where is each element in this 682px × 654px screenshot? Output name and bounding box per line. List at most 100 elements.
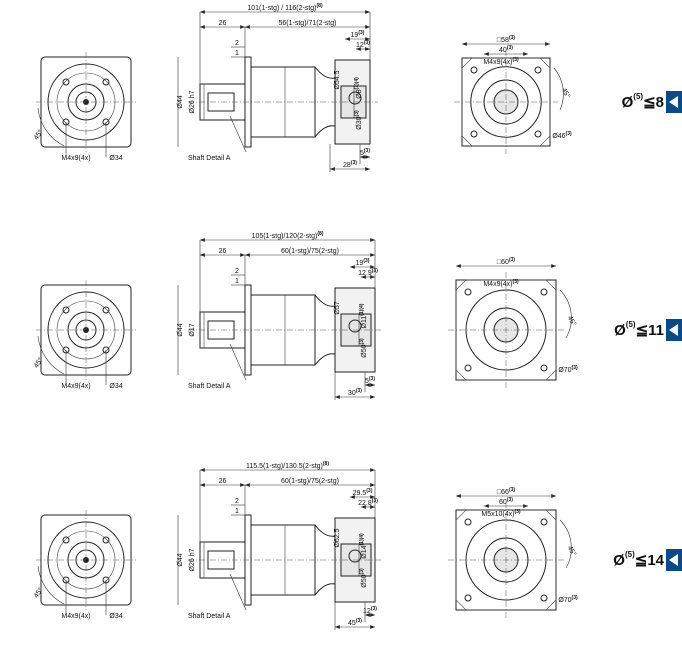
angle-label: 45° <box>32 128 45 141</box>
motor-pilot-circle <box>465 289 547 371</box>
arrowhead <box>356 47 361 51</box>
motor-bolt-hole <box>534 130 542 138</box>
arrowhead <box>240 253 245 257</box>
adapter-length-label: 28(3) <box>343 160 357 169</box>
size-badge-14[interactable]: Ø(5)≦14 <box>613 549 682 571</box>
motor-angle-arc <box>559 519 572 569</box>
size-badge-8[interactable]: Ø(5)≦8 <box>622 91 682 113</box>
bolt-pattern-label: M4x9(4x) <box>61 613 90 620</box>
total-length-label: 115.5(1-stg)/130.5(2-stg)(8) <box>246 461 329 470</box>
flange-square-label: □60(3) <box>497 257 515 266</box>
bolt-hole <box>62 78 70 86</box>
key-dim-label: 1 <box>235 278 239 285</box>
total-length-label: 101(1-stg) / 116(2-stg)(8) <box>247 3 323 12</box>
gear-housing <box>250 66 316 138</box>
arrowhead <box>240 25 245 29</box>
shaft-detail-label: Shaft Detail A <box>188 155 231 162</box>
leader-line <box>229 343 247 381</box>
front-view: M4x9(4x) Ø34 45° <box>32 510 136 620</box>
motor-pcd-label: Ø46(3) <box>552 131 572 140</box>
size-badge-11[interactable]: Ø(5)≦11 <box>614 319 682 341</box>
arrowhead <box>523 52 528 56</box>
arrowhead <box>365 25 370 29</box>
body-length-label: 56(1-stg)/71(2-stg) <box>279 20 337 27</box>
body-length-label: 60(1-stg)/75(2-stg) <box>281 478 339 485</box>
motor-view: □58(3)40(3)M4x9(4x)(3)Ø46(3)45° <box>454 35 572 154</box>
bolt-hole <box>102 536 110 544</box>
arrowhead <box>365 383 370 387</box>
arrowhead <box>245 483 250 487</box>
pitch-diameter-label: Ø34 <box>109 383 122 390</box>
shaft-diameter-label: Ø17 <box>189 323 196 336</box>
adapter-length-label: 30(3) <box>348 388 362 397</box>
adapter-length-label: 45(3) <box>348 618 362 627</box>
shaft-length-label: 26 <box>219 20 227 27</box>
arrowhead <box>245 25 250 29</box>
shaft-diameter-label: Ø26 h7 <box>189 548 196 571</box>
arrowhead <box>370 483 375 487</box>
badge-prefix: Ø <box>614 322 626 339</box>
flange-thickness-label: 12.9(3) <box>358 268 378 277</box>
arrowhead <box>370 253 375 257</box>
motor-pcd-label: Ø70(3) <box>558 365 578 374</box>
flange-thickness-label: 22.8(3) <box>358 498 378 507</box>
motor-bolt-hole <box>540 288 548 296</box>
badge-value: 8 <box>655 94 664 111</box>
angle-arc <box>37 565 65 605</box>
flange-square-label: □66(3) <box>497 487 515 496</box>
pilot-depth-label: 5(3) <box>360 148 370 157</box>
motor-angle-arc <box>559 289 572 339</box>
angle-arc <box>37 335 65 375</box>
key-dim-label: 2 <box>235 498 239 505</box>
leader-line <box>229 573 247 611</box>
pilot-diameter-label: Ø50(3) <box>359 338 368 358</box>
motor-bolt-hole <box>470 66 478 74</box>
arrowhead <box>456 264 461 268</box>
motor-angle-label: 45° <box>566 314 578 327</box>
drawing-row-11: M4x9(4x)Ø3445°105(1-stg)/120(2-stg)(8)26… <box>32 231 578 400</box>
side-view: 101(1-stg) / 116(2-stg)(8) 26 56(1-stg)/71… <box>177 3 378 172</box>
arrowhead <box>335 625 340 629</box>
neck-diameter-label: Ø62.5 <box>334 528 341 547</box>
pitch-diameter-label: Ø34 <box>109 613 122 620</box>
badge-prefix: Ø <box>613 552 625 569</box>
arrow-left-icon[interactable] <box>666 91 682 113</box>
clamp-screw <box>348 319 362 333</box>
arrowhead <box>370 625 375 629</box>
bolt-hole <box>102 306 110 314</box>
leader-line <box>229 115 247 153</box>
angle-arc <box>37 107 65 147</box>
arrowhead <box>350 265 355 269</box>
arrowhead <box>370 613 375 617</box>
badge-value: 14 <box>647 552 664 569</box>
arrowhead <box>335 395 340 399</box>
arrowhead <box>370 495 375 499</box>
key-dim-label: 2 <box>235 268 239 275</box>
arrowhead <box>330 167 335 171</box>
bolt-hole <box>62 306 70 314</box>
arrowhead <box>240 483 245 487</box>
arrowhead <box>345 37 350 41</box>
motor-angle-label: 45° <box>560 86 572 99</box>
motor-bolt-hole <box>540 518 548 526</box>
arrow-left-icon[interactable] <box>666 319 682 341</box>
arrowhead <box>361 505 366 509</box>
pilot-diameter-label: Ø50(3) <box>359 568 368 588</box>
input-bore-diameter-label: Ø11(1)(4) <box>359 303 368 328</box>
bolt-hole <box>102 78 110 86</box>
shaft-length-label: 26 <box>219 248 227 255</box>
arrow-left-icon[interactable] <box>666 549 682 571</box>
angle-label: 45° <box>32 586 45 599</box>
pilot-square-label: 60(3) <box>499 497 513 506</box>
key-dim-label: 1 <box>235 508 239 515</box>
arrowhead <box>551 494 556 498</box>
badge-value: 11 <box>648 322 664 339</box>
shaft-diameter-label: Ø26 h7 <box>189 90 196 113</box>
motor-view: □66(3)60(3)M5x10(4x)(3)Ø70(3)45° <box>448 487 578 618</box>
angle-label: 45° <box>32 356 45 369</box>
arrowhead <box>200 25 205 29</box>
flange-chamfer <box>461 57 551 147</box>
